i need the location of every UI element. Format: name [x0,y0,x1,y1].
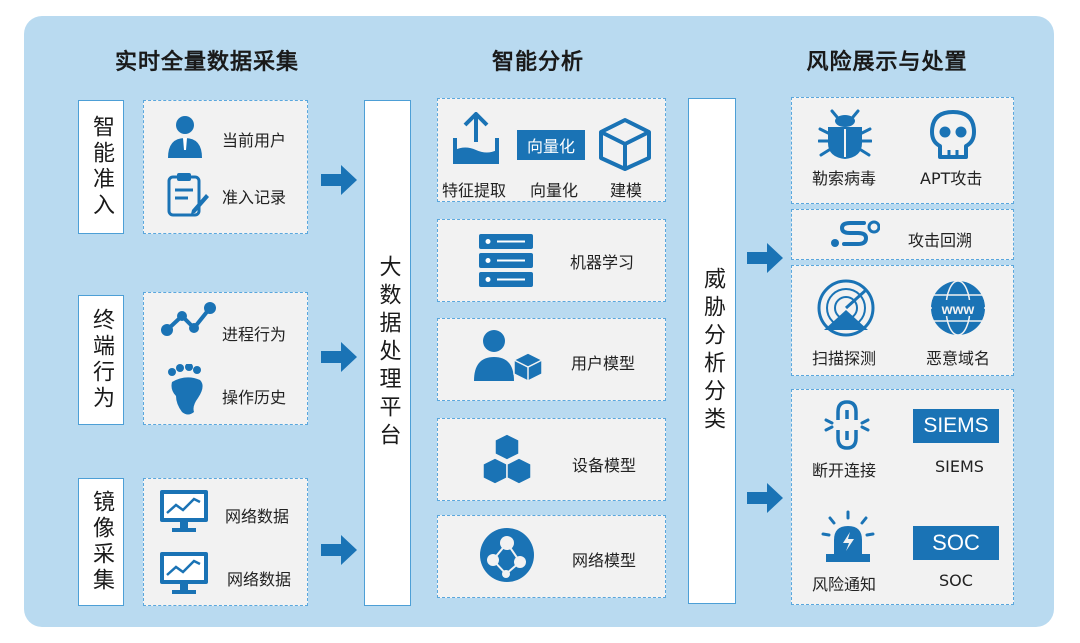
group-box-endpoint [143,292,308,425]
item-process-behavior: 进程行为 [222,325,287,344]
risk-notify-label: 风险通知 [812,575,877,594]
module-user-model [437,318,666,401]
malicious-domain-label: 恶意域名 [926,349,991,368]
item-current-user: 当前用户 [222,131,287,150]
apt-attack-label: APT攻击 [920,169,983,188]
module-machine-learning-label: 机器学习 [570,253,635,272]
monitor-icon [160,490,208,532]
item-access-record: 准入记录 [222,188,287,207]
group-label-endpoint: 终端行为 [78,295,124,425]
user-cube-icon [474,330,543,382]
heading-analyze: 智能分析 [491,50,584,75]
module-device-model-label: 设备模型 [572,456,637,475]
monitor-icon [160,552,208,594]
attack-traceback-label: 攻击回溯 [908,231,973,250]
feature-extract-label: 特征提取 [442,181,507,200]
item-operation-history: 操作历史 [222,388,287,407]
network-globe-icon [480,528,534,582]
soc-label: SOC [939,571,973,590]
arrow-right-icon [747,483,783,513]
item-network-data-2: 网络数据 [227,570,292,589]
ransomware-label: 勒索病毒 [812,169,877,188]
group-label-mirror: 镜像采集 [78,478,124,606]
heading-collect: 实时全量数据采集 [114,50,299,75]
modeling-label: 建模 [610,181,643,200]
arrow-right-icon [321,165,357,195]
group-label-endpoint-text: 终端行为 [89,308,114,412]
module-network-model-label: 网络模型 [572,551,637,570]
footprint-icon [168,364,203,415]
siems-label: SIEMS [935,457,984,476]
globe-icon: www [931,280,985,336]
arrow-right-icon [747,243,783,273]
process-line-icon [161,302,216,336]
globe-www-text: www [941,301,975,317]
skull-icon [930,110,976,159]
big-data-platform-text: 大数据处理平台 [375,255,401,451]
alarm-light-icon [821,510,875,562]
user-icon [168,116,202,158]
disconnect-label: 断开连接 [812,461,877,480]
module-user-model-label: 用户模型 [571,354,636,373]
arrow-right-icon [321,342,357,372]
heading-display: 风险展示与处置 [806,50,968,75]
risk-box-traceback [791,209,1014,260]
cube-icon [599,118,651,171]
arrow-right-icon [321,535,357,565]
module-machine-learning [437,219,666,302]
upload-tray-icon [453,112,499,164]
threat-classify-text: 威胁分析分类 [700,267,725,435]
scan-probe-label: 扫描探测 [812,349,877,368]
server-icon [479,234,533,287]
group-label-access-text: 智能准入 [89,115,114,219]
radar-icon [817,279,875,337]
record-icon [167,173,209,217]
threat-classify: 威胁分析分类 [688,98,736,604]
siems-badge: SIEMS [913,409,999,443]
trace-path-icon [831,220,880,247]
vectorize-badge: 向量化 [517,130,585,160]
module-network-model [437,515,666,598]
big-data-platform: 大数据处理平台 [364,100,411,606]
bug-icon [818,109,872,159]
module-device-model [437,418,666,501]
disconnect-icon [824,400,870,450]
vectorize-label: 向量化 [530,181,579,200]
cubes-icon [482,433,532,485]
soc-badge: SOC [913,526,999,560]
group-label-mirror-text: 镜像采集 [89,490,114,594]
item-network-data-1: 网络数据 [225,507,290,526]
group-label-access: 智能准入 [78,100,124,234]
